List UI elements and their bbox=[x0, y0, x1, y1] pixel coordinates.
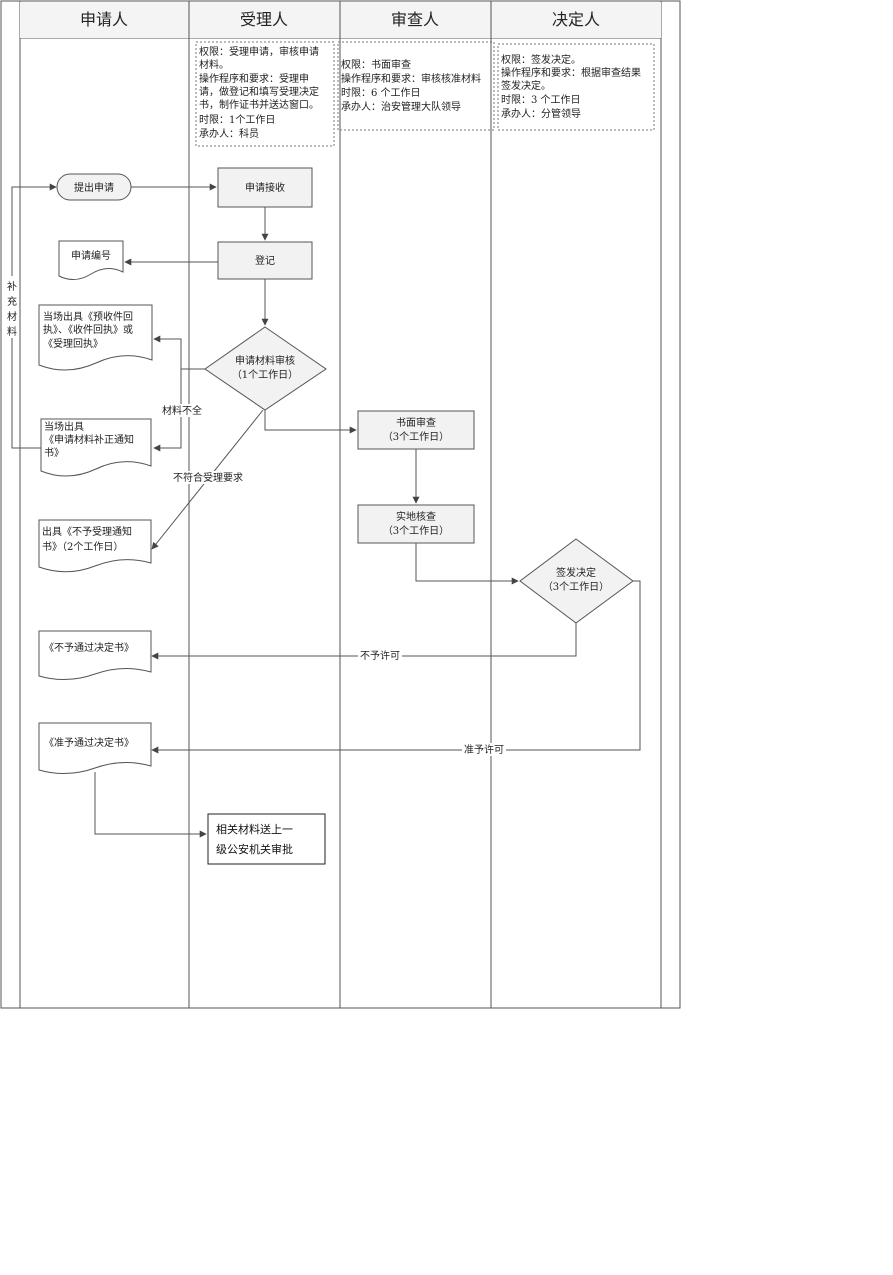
node-written-review: 书面审查 （3个工作日） bbox=[357, 410, 475, 450]
svg-text:申请材料审核: 申请材料审核 bbox=[235, 354, 295, 367]
edge-label-deny: 不予许可 bbox=[358, 649, 402, 662]
svg-text:不符合受理要求: 不符合受理要求 bbox=[173, 471, 243, 484]
svg-text:《申请材料补正通知: 《申请材料补正通知 bbox=[44, 433, 134, 446]
svg-text:相关材料送上一: 相关材料送上一 bbox=[216, 822, 293, 836]
svg-text:材料不全: 材料不全 bbox=[162, 404, 202, 417]
svg-text:当场出具《预收件回: 当场出具《预收件回 bbox=[43, 310, 133, 323]
doc-deny-decision: 《不予通过决定书》 bbox=[38, 630, 152, 680]
svg-text:签发决定: 签发决定 bbox=[556, 566, 596, 579]
svg-text:（3个工作日）: （3个工作日） bbox=[383, 431, 449, 443]
doc-reject-notice: 出具《不予受理通知 书》（2个工作日） bbox=[38, 519, 152, 573]
svg-text:材: 材 bbox=[7, 310, 17, 323]
edge-label-incomplete: 材料不全 bbox=[160, 404, 204, 417]
lane-header-reviewer: 审查人 bbox=[391, 10, 439, 29]
svg-text:时限：1个工作日: 时限：1个工作日 bbox=[199, 114, 275, 126]
node-forward-superior: 相关材料送上一 级公安机关审批 bbox=[207, 813, 326, 865]
node-receive: 申请接收 bbox=[217, 167, 313, 208]
svg-text:时限：6 个工作日: 时限：6 个工作日 bbox=[341, 87, 421, 99]
svg-text:实地核查: 实地核查 bbox=[396, 510, 436, 523]
node-onsite-check: 实地核查 （3个工作日） bbox=[357, 504, 475, 544]
svg-text:权限：书面审查: 权限：书面审查 bbox=[341, 58, 411, 71]
svg-text:书》（2个工作日）: 书》（2个工作日） bbox=[42, 541, 123, 553]
svg-text:准予许可: 准予许可 bbox=[464, 744, 504, 756]
swimlane-grid bbox=[0, 0, 681, 1009]
edge-label-not-compliant: 不符合受理要求 bbox=[170, 471, 246, 484]
svg-text:补: 补 bbox=[7, 280, 17, 293]
svg-text:出具《不予受理通知: 出具《不予受理通知 bbox=[42, 525, 132, 538]
svg-text:签发决定。: 签发决定。 bbox=[501, 79, 551, 92]
svg-text:书面审查: 书面审查 bbox=[396, 416, 436, 429]
svg-text:《受理回执》: 《受理回执》 bbox=[43, 337, 103, 350]
note-reviewer: 权限：书面审查 操作程序和要求：审核核准材料 时限：6 个工作日 承办人：治安管… bbox=[337, 41, 495, 131]
svg-text:操作程序和要求：审核核准材料: 操作程序和要求：审核核准材料 bbox=[341, 72, 481, 85]
svg-text:承办人：治安管理大队领导: 承办人：治安管理大队领导 bbox=[341, 100, 461, 113]
svg-text:操作程序和要求：根据审查结果: 操作程序和要求：根据审查结果 bbox=[501, 66, 641, 79]
svg-text:申请编号: 申请编号 bbox=[71, 249, 111, 262]
svg-text:书》: 书》 bbox=[44, 447, 64, 459]
svg-text:书，制作证书并送达窗口。: 书，制作证书并送达窗口。 bbox=[199, 98, 319, 111]
svg-text:（3个工作日）: （3个工作日） bbox=[543, 581, 609, 593]
doc-supplement-notice: 当场出具 《申请材料补正通知 书》 bbox=[40, 418, 152, 477]
svg-text:不予许可: 不予许可 bbox=[360, 650, 400, 662]
svg-text:（1个工作日）: （1个工作日） bbox=[232, 369, 298, 381]
svg-text:时限：3 个工作日: 时限：3 个工作日 bbox=[501, 94, 581, 106]
svg-text:申请接收: 申请接收 bbox=[245, 181, 285, 194]
svg-text:当场出具: 当场出具 bbox=[44, 420, 84, 433]
svg-text:权限：受理申请，审核申请: 权限：受理申请，审核申请 bbox=[199, 45, 319, 58]
lane-header-decider: 决定人 bbox=[552, 10, 600, 29]
edge-label-supplement: 补 充 材 料 bbox=[5, 276, 19, 338]
svg-text:材料。: 材料。 bbox=[199, 58, 229, 71]
node-register: 登记 bbox=[217, 241, 313, 280]
node-submit-application: 提出申请 bbox=[56, 173, 132, 201]
decision-material-review: 申请材料审核 （1个工作日） bbox=[204, 326, 327, 411]
doc-application-number: 申请编号 bbox=[58, 240, 124, 280]
svg-text:承办人：科员: 承办人：科员 bbox=[199, 127, 259, 140]
svg-text:权限：签发决定。: 权限：签发决定。 bbox=[501, 53, 581, 66]
doc-approve-decision: 《准予通过决定书》 bbox=[38, 722, 152, 774]
decision-sign: 签发决定 （3个工作日） bbox=[519, 538, 634, 624]
svg-text:登记: 登记 bbox=[255, 254, 275, 267]
svg-text:请，做登记和填写受理决定: 请，做登记和填写受理决定 bbox=[199, 85, 319, 98]
svg-text:《不予通过决定书》: 《不予通过决定书》 bbox=[44, 641, 134, 654]
svg-text:承办人：分管领导: 承办人：分管领导 bbox=[501, 107, 581, 120]
note-decider: 权限：签发决定。 操作程序和要求：根据审查结果 签发决定。 时限：3 个工作日 … bbox=[497, 43, 655, 131]
doc-receipt: 当场出具《预收件回 执》、《收件回执》或 《受理回执》 bbox=[38, 304, 153, 371]
svg-text:料: 料 bbox=[7, 325, 17, 338]
svg-text:充: 充 bbox=[7, 295, 17, 308]
lane-header-acceptor: 受理人 bbox=[240, 10, 288, 29]
svg-text:《准予通过决定书》: 《准予通过决定书》 bbox=[44, 736, 134, 749]
svg-text:提出申请: 提出申请 bbox=[74, 181, 114, 194]
edge-label-approve: 准予许可 bbox=[462, 743, 506, 756]
note-acceptor: 权限：受理申请，审核申请 材料。 操作程序和要求：受理申 请，做登记和填写受理决… bbox=[195, 41, 335, 147]
lane-header-applicant: 申请人 bbox=[80, 10, 128, 29]
svg-text:操作程序和要求：受理申: 操作程序和要求：受理申 bbox=[199, 72, 309, 85]
svg-text:执》、《收件回执》或: 执》、《收件回执》或 bbox=[43, 323, 133, 336]
svg-text:级公安机关审批: 级公安机关审批 bbox=[216, 842, 293, 856]
svg-text:（3个工作日）: （3个工作日） bbox=[383, 525, 449, 537]
